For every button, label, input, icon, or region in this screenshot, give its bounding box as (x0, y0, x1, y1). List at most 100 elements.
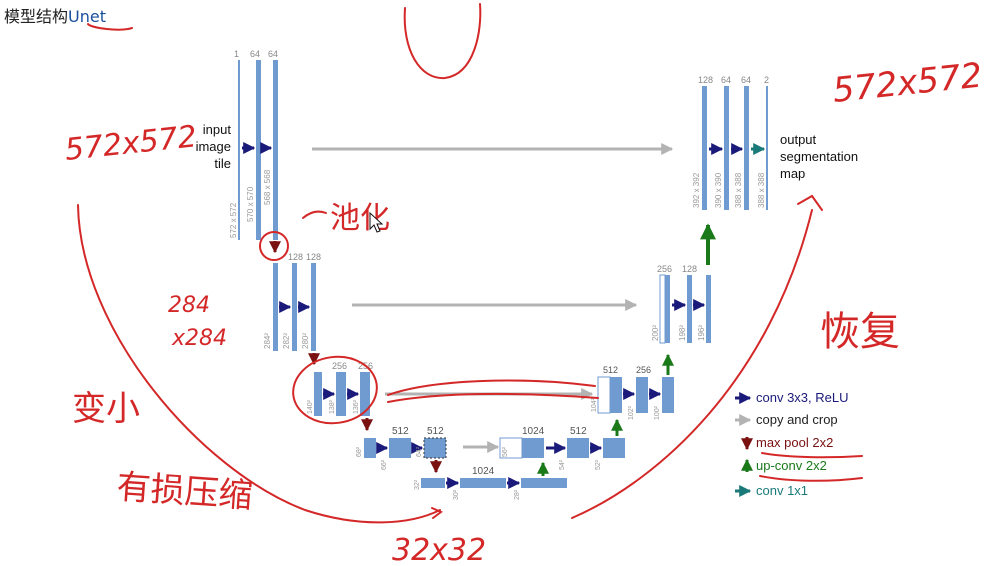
feature-map-block (273, 263, 278, 351)
left-curve-tip (431, 507, 443, 519)
title-underline (87, 23, 133, 31)
legend-label: conv 1x1 (756, 483, 808, 498)
size-label: 572 x 572 (229, 202, 238, 238)
channel-label: 512 (603, 365, 618, 375)
feature-map-block (238, 60, 240, 240)
legend-label: up-conv 2x2 (756, 458, 827, 473)
output-label: map (780, 166, 805, 181)
feature-map-block (659, 274, 666, 344)
size-label: 198² (678, 325, 687, 341)
annotation-text: 池化 (330, 201, 390, 236)
annotation-text: 32x32 (392, 533, 486, 566)
legend-underline (759, 475, 863, 482)
size-label: 196² (697, 325, 706, 341)
input-label: image (196, 139, 231, 154)
right-curve-tip (797, 194, 823, 211)
legend-underline (761, 452, 863, 459)
level4-decoder: 1024 512 56² 54² 52² (499, 418, 625, 470)
annotation-text: 恢复 (820, 309, 900, 355)
feature-map-block (311, 263, 316, 351)
size-label: 30² (453, 489, 460, 500)
feature-map-block (702, 86, 707, 210)
feature-map-block (521, 478, 567, 488)
feature-map-block (724, 86, 729, 210)
channel-label: 128 (288, 252, 303, 262)
level1-encoder: 1 64 64 572 x 572 570 x 570 568 x 568 in… (196, 49, 281, 254)
top-arc-stroke (403, 3, 482, 80)
size-label: 200² (651, 325, 660, 341)
channel-label: 512 (392, 426, 409, 437)
size-label: 32² (414, 479, 421, 490)
feature-map-block (610, 377, 622, 413)
level2-decoder: 256 128 200² 198² 196² (651, 223, 716, 344)
size-label: 284² (263, 333, 272, 349)
size-label: 100² (654, 405, 661, 420)
pool-pointer (302, 210, 327, 219)
channel-label: 64 (721, 75, 731, 85)
channel-label: 128 (698, 75, 713, 85)
annotation-text: 有损压缩 (115, 467, 253, 516)
feature-map-block (662, 377, 674, 413)
size-label: 280² (301, 333, 310, 349)
slide-title: 模型结构Unet (4, 3, 106, 27)
size-label: 570 x 570 (246, 186, 255, 222)
feature-map-block (314, 372, 322, 416)
size-label: 388 x 388 (734, 172, 743, 208)
channel-label: 128 (682, 264, 697, 274)
feature-map-block (744, 86, 749, 210)
size-label: 56² (502, 446, 509, 457)
feature-map-block (360, 372, 370, 416)
channel-label: 1024 (472, 466, 495, 477)
feature-map-block (421, 478, 445, 488)
hand-annotations (77, 3, 863, 524)
annotation-text: 572x572 (831, 55, 984, 110)
channel-label: 1 (234, 49, 239, 59)
channel-label: 512 (570, 426, 587, 437)
size-label: 66² (381, 459, 388, 470)
legend-label: conv 3x3, ReLU (756, 390, 849, 405)
channel-label: 256 (636, 365, 651, 375)
level3-encoder: 256 256 140² 138² 136² (307, 361, 373, 432)
size-label: 68² (356, 446, 363, 457)
hand-text: 572x572 572x572 284 x284 32x32 变小 有损压缩 池… (63, 55, 984, 566)
legend: conv 3x3, ReLU copy and crop max pool 2x… (735, 390, 849, 498)
title-prefix: 模型结构 (4, 7, 69, 26)
title-highlight: Unet (68, 7, 106, 26)
feature-map-block (364, 438, 376, 458)
feature-map-block (706, 275, 711, 343)
right-curve (571, 209, 813, 519)
mouse-cursor-icon (369, 211, 384, 233)
skip-scribble (387, 379, 596, 396)
annotation-text: x284 (171, 326, 227, 351)
feature-map-block (389, 438, 411, 458)
size-label: 104² (591, 397, 598, 412)
channel-label: 512 (427, 426, 444, 437)
channel-label: 1024 (522, 426, 545, 437)
pool-circle (259, 231, 289, 261)
size-label: 138² (329, 399, 336, 414)
feature-map-block (567, 438, 589, 458)
skip-scribble (387, 392, 599, 403)
feature-map-block (687, 275, 692, 343)
output-label: output (780, 132, 817, 147)
feature-map-block (460, 478, 506, 488)
feature-map-block (292, 263, 297, 351)
size-label: 568 x 568 (263, 169, 272, 205)
feature-map-block (597, 376, 611, 414)
legend-label: copy and crop (756, 412, 838, 427)
feature-map-block (522, 438, 544, 458)
channel-label: 64 (268, 49, 278, 59)
feature-map-block (665, 275, 670, 343)
size-label: 54² (559, 459, 566, 470)
annotation-text: 变小 (72, 389, 140, 429)
size-label: 28² (514, 489, 521, 500)
annotation-text: 284 (168, 293, 210, 318)
feature-map-block (273, 60, 278, 240)
input-label: input (203, 122, 232, 137)
level4-encoder: 512 512 68² 66² 64² (356, 426, 447, 474)
channel-label: 128 (306, 252, 321, 262)
channel-label: 64 (741, 75, 751, 85)
legend-label: max pool 2x2 (756, 435, 833, 450)
